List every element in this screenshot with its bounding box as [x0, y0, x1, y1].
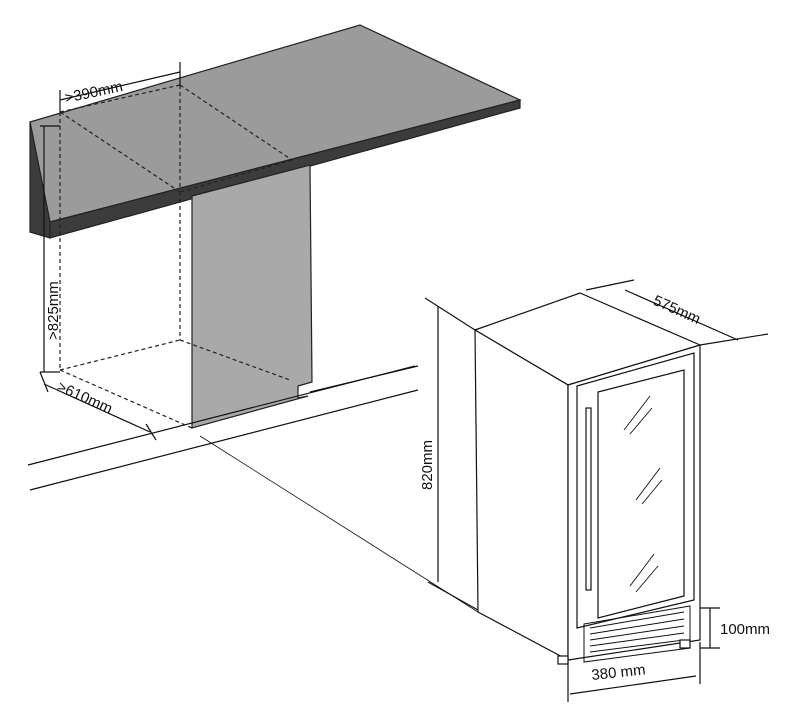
niche-outline [59, 84, 293, 429]
cooler-side [474, 328, 569, 661]
floor-back-wall-base [309, 365, 419, 393]
countertop-left-edge [29, 121, 51, 239]
cooler-foot-left [557, 655, 569, 665]
wine-cooler [473, 292, 702, 665]
side-cabinet-panel [191, 164, 313, 429]
cooler-foot-right [679, 639, 691, 649]
unit-depth-label: 575mm [650, 292, 703, 328]
unit-height-label: 820mm [419, 440, 436, 490]
unit-dimension-lines [424, 279, 769, 702]
plinth-height-label: 100mm [720, 621, 770, 638]
unit-extension-line [199, 435, 479, 613]
glass-reflection-icon [623, 395, 663, 593]
door-handle-icon [585, 407, 592, 591]
niche-depth-label: >610mm [54, 378, 115, 417]
niche-dimension-lines [39, 62, 181, 441]
niche-height-label: >825mm [45, 281, 62, 340]
unit-width-label: 380 mm [591, 661, 647, 684]
floor-line-front [29, 389, 419, 491]
